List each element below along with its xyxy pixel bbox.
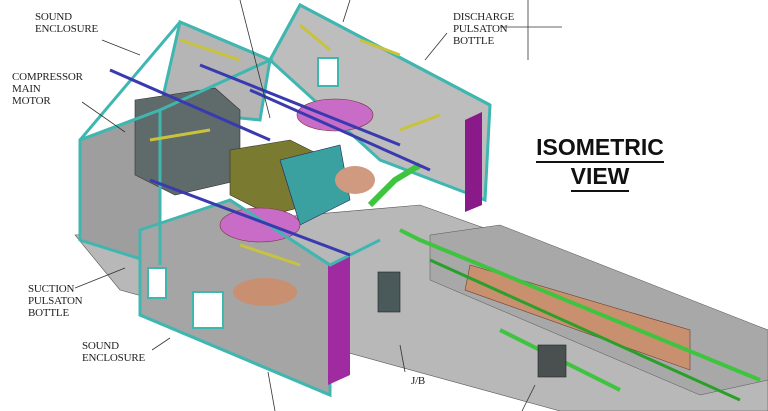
sound-enclosure-label: SOUND ENCLOSURE: [82, 340, 145, 364]
door: [465, 112, 482, 212]
view-title: ISOMETRIC VIEW: [536, 134, 664, 192]
window: [147, 267, 167, 299]
vessel: [335, 166, 375, 194]
discharge-pulsation-bottle: [296, 98, 374, 132]
leader-lines: [74, 0, 536, 411]
sound-enclosure-label: SOUND ENCLOSURE: [35, 11, 98, 35]
horizontal-vessel: [464, 264, 691, 371]
suction-bottle-label: SUCTION PULSATON BOTTLE: [28, 283, 83, 319]
view-title-line1: ISOMETRIC: [536, 134, 664, 163]
control-panel: [537, 344, 567, 378]
junction-box-label: J/B: [411, 375, 426, 387]
compressor-cylinder: [279, 144, 351, 226]
vessel: [233, 278, 297, 306]
roof-beams: [109, 63, 431, 257]
discharge-bottle-label: DISCHARGE PULSATON BOTTLE: [453, 11, 515, 47]
green-pipe: [399, 228, 761, 382]
door: [328, 255, 350, 385]
junction-box: [377, 271, 401, 313]
window: [192, 291, 224, 329]
view-title-line2: VIEW: [570, 163, 630, 192]
crosshair: [500, 0, 562, 60]
green-pipe: [367, 162, 422, 208]
braces: [149, 23, 441, 267]
compressor-motor-label: COMPRESSOR MAIN MOTOR: [12, 71, 83, 107]
window: [317, 57, 339, 87]
green-pipe: [429, 258, 741, 402]
